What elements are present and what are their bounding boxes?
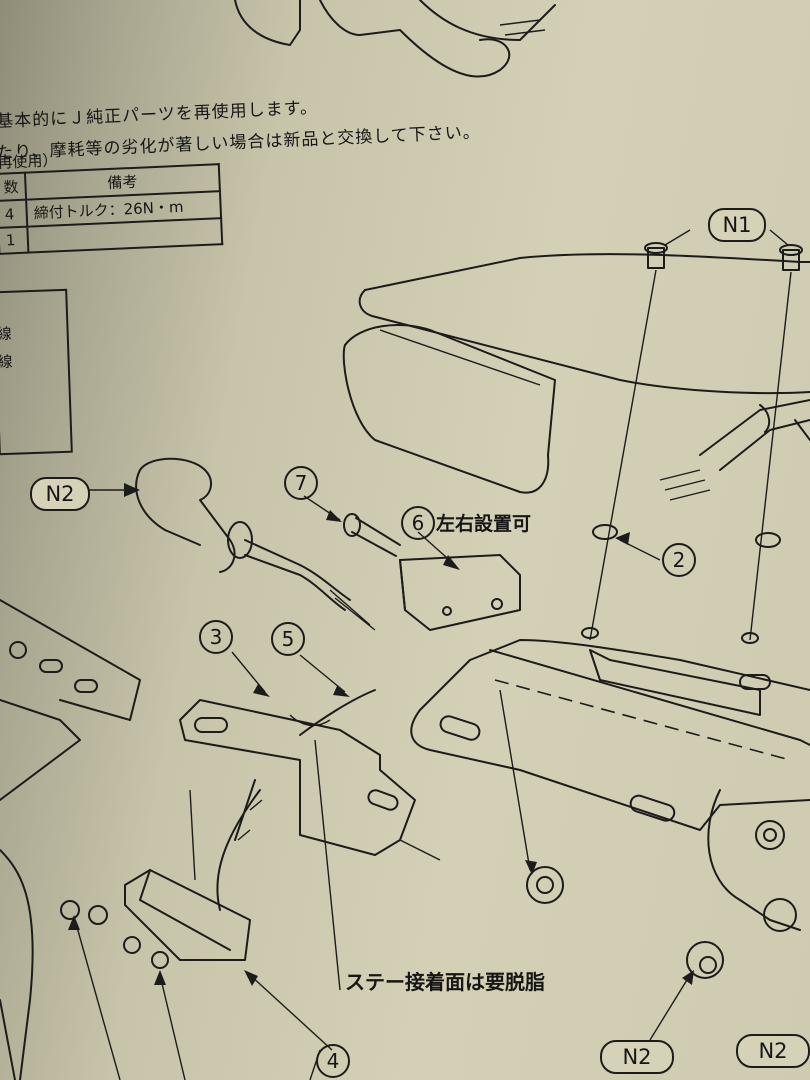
side-box: 線 線 <box>0 288 73 456</box>
part-6-relay <box>399 554 521 631</box>
side-box-line-2: 線 <box>0 352 13 372</box>
callout-4: 4 <box>316 1044 350 1078</box>
callout-7: 7 <box>284 466 318 500</box>
side-box-line-1: 線 <box>0 324 12 344</box>
label-install-either-side: 左右設置可 <box>436 513 532 535</box>
left-plate-bracket <box>0 599 141 1080</box>
part-7-bolt <box>343 513 401 557</box>
rear-frame <box>659 399 810 501</box>
n1-bolts <box>589 229 803 641</box>
part-5-cable-tie <box>299 689 376 736</box>
callout-6: 6 <box>401 506 435 540</box>
top-partial-drawing <box>234 0 556 78</box>
callout-n1: N1 <box>708 208 766 242</box>
leader-lines <box>74 489 691 1080</box>
callout-3: 3 <box>199 620 233 654</box>
seat-outline <box>342 253 810 494</box>
turn-signal-left <box>135 457 376 631</box>
label-degrease-note: ステー接着面は要脱脂 <box>345 970 545 994</box>
callout-n2-bottom-right: N2 <box>736 1034 810 1068</box>
table-cell-qty: 1 <box>0 226 29 254</box>
part-3-stay <box>179 699 416 856</box>
callout-2: 2 <box>662 543 696 577</box>
arrowheads <box>68 483 694 986</box>
part-2-washer <box>592 524 781 548</box>
hardware <box>60 866 797 979</box>
reuse-parts-table: 再使用） 数 備考 4 締付トルク：26N・m 1 <box>0 142 223 255</box>
part-4-license-light <box>124 779 263 961</box>
table-header-qty: 数 <box>0 172 27 201</box>
callout-n2-left: N2 <box>30 477 90 511</box>
callout-n2-bottom: N2 <box>600 1040 674 1074</box>
callout-5: 5 <box>271 622 305 656</box>
license-bracket <box>410 627 810 931</box>
table-cell-qty: 4 <box>0 199 28 228</box>
